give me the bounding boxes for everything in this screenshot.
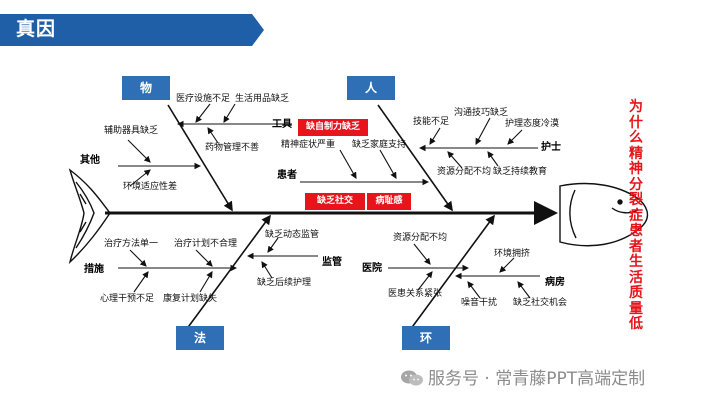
category-box-fa: 法 bbox=[176, 326, 224, 350]
group-gongju: 工具 bbox=[272, 119, 292, 130]
group-yiyuan: 医院 bbox=[362, 263, 382, 274]
cause-label: 缺乏社交机会 bbox=[513, 298, 568, 308]
cause-label: 缺乏后续护理 bbox=[257, 278, 312, 288]
bone-huan bbox=[409, 214, 495, 331]
cause-label: 医患关系紧张 bbox=[388, 289, 443, 299]
cause-label: 缺乏家庭支持 bbox=[352, 140, 407, 150]
cause-label: 心理干预不足 bbox=[100, 294, 155, 304]
category-box-huan: 环 bbox=[402, 326, 450, 350]
cause-label: 药物管理不善 bbox=[205, 143, 260, 153]
header-ribbon bbox=[0, 14, 264, 46]
effect-title: 为什么精神分裂症患者生活质量低 bbox=[629, 99, 643, 332]
cause-label: 环境拥挤 bbox=[494, 249, 531, 259]
group-qita: 其他 bbox=[80, 155, 100, 166]
category-box-wu: 物 bbox=[122, 76, 170, 100]
cause-label: 精神症状严重 bbox=[281, 140, 336, 150]
cause-label: 康复计划缺失 bbox=[163, 294, 218, 304]
cause-label: 治疗计划不合理 bbox=[174, 239, 238, 249]
cause-label: 沟通技巧缺乏 bbox=[454, 108, 509, 118]
cause-label: 噪音干扰 bbox=[461, 298, 498, 308]
bone-wu bbox=[167, 104, 233, 212]
cause-label: 环境适应性差 bbox=[123, 182, 178, 192]
root-cause-bingchigan: 病耻感 bbox=[367, 193, 411, 210]
group-jianguan: 监管 bbox=[322, 257, 342, 268]
cause-label: 医疗设施不足 bbox=[176, 94, 231, 104]
cause-label: 资源分配不均 bbox=[437, 167, 492, 177]
fish-head bbox=[559, 182, 649, 247]
cause-label: 生活用品缺乏 bbox=[235, 94, 290, 104]
group-hushi: 护士 bbox=[541, 142, 561, 153]
category-box-ren: 人 bbox=[347, 76, 395, 100]
cause-label: 辅助器具缺乏 bbox=[104, 126, 159, 136]
cause-label: 缺乏持续教育 bbox=[493, 167, 548, 177]
bone-fa bbox=[185, 214, 271, 331]
wechat-icon bbox=[401, 370, 423, 386]
cause-label: 缺乏动态监管 bbox=[265, 230, 320, 240]
group-cuoshi: 措施 bbox=[84, 264, 104, 275]
cause-label: 治疗方法单一 bbox=[104, 239, 159, 249]
cause-label: 资源分配不均 bbox=[393, 233, 448, 243]
watermark-text: 服务号 · 常青藤PPT高端定制 bbox=[428, 369, 646, 389]
fish-tail bbox=[68, 168, 111, 265]
root-cause-shejiao: 缺乏社交 bbox=[305, 193, 365, 210]
root-cause-zizhili: 缺自制力缺乏 bbox=[298, 119, 368, 136]
cause-label: 护理态度冷漠 bbox=[505, 119, 560, 129]
bone-ren bbox=[377, 104, 453, 212]
group-huanzhe: 患者 bbox=[277, 170, 297, 181]
cause-label: 技能不足 bbox=[413, 117, 450, 127]
group-bingfang: 病房 bbox=[545, 277, 565, 288]
page-title: 真因 bbox=[16, 18, 57, 40]
